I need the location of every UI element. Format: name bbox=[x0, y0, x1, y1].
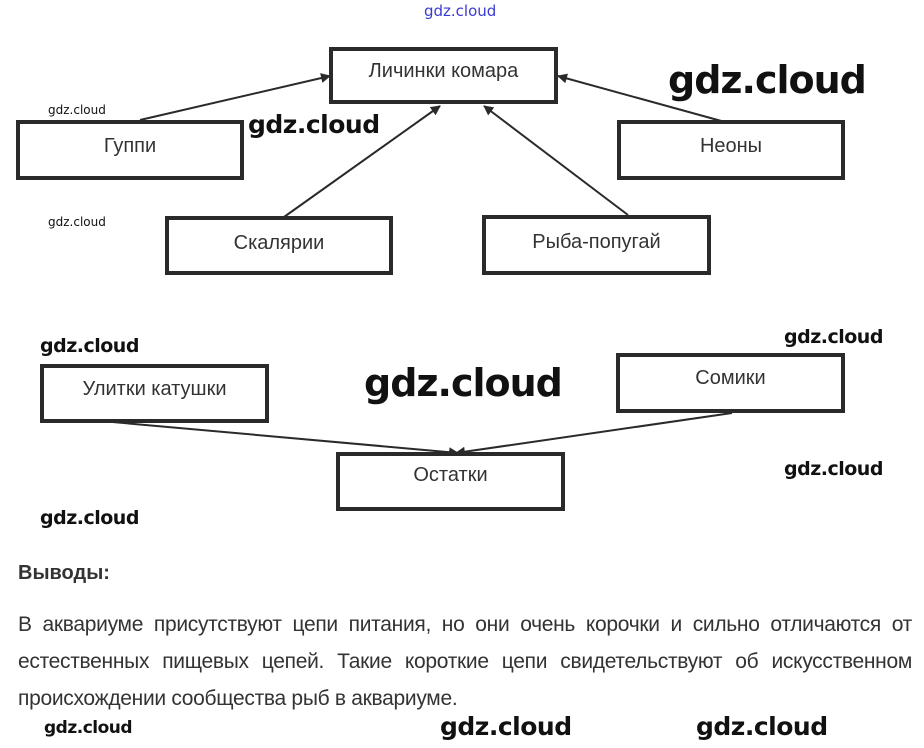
watermark: gdz.cloud bbox=[48, 103, 106, 117]
arrow-snails-to-remains bbox=[89, 419, 459, 458]
node-label: Гуппи bbox=[103, 134, 157, 157]
node-parrotfish: Рыба-попугай bbox=[482, 215, 711, 275]
node-label: Рыба-попугай bbox=[532, 230, 661, 253]
conclusions-text: В аквариуме присутствуют цепи питания, н… bbox=[18, 613, 912, 710]
node-label: Сомики bbox=[695, 366, 766, 389]
watermark: gdz.cloud bbox=[696, 712, 828, 741]
node-neons: Неоны bbox=[617, 120, 845, 180]
watermark: gdz.cloud bbox=[668, 58, 867, 102]
watermark: gdz.cloud bbox=[424, 2, 497, 20]
arrow-scalaria-to-larvae bbox=[283, 105, 441, 218]
node-guppy: Гуппи bbox=[16, 120, 244, 180]
watermark: gdz.cloud bbox=[784, 326, 883, 348]
node-catfish: Сомики bbox=[616, 353, 845, 413]
node-label: Неоны bbox=[699, 134, 763, 157]
watermark: gdz.cloud bbox=[40, 335, 139, 357]
watermark: gdz.cloud bbox=[48, 215, 106, 229]
arrow-catfish-to-remains bbox=[455, 412, 733, 457]
watermark: gdz.cloud bbox=[40, 507, 139, 529]
node-snails: Улитки катушки bbox=[40, 364, 269, 423]
node-scalaria: Скалярии bbox=[165, 216, 393, 275]
arrow-parrotfish-to-larvae bbox=[483, 105, 629, 216]
node-label: Скалярии bbox=[233, 232, 325, 254]
node-mosquito-larvae: Личинки комара bbox=[329, 47, 558, 104]
conclusions-heading: Выводы: bbox=[18, 562, 110, 584]
arrow-neons-to-larvae bbox=[557, 73, 726, 123]
node-remains: Остатки bbox=[336, 452, 565, 511]
node-label: Улитки катушки bbox=[82, 378, 227, 400]
watermark: gdz.cloud bbox=[440, 712, 572, 741]
node-label: Личинки комара bbox=[368, 60, 519, 82]
arrow-guppy-to-larvae bbox=[139, 73, 331, 121]
watermark: gdz.cloud bbox=[784, 458, 883, 480]
watermark: gdz.cloud bbox=[248, 110, 380, 139]
watermark: gdz.cloud bbox=[364, 361, 563, 405]
watermark: gdz.cloud bbox=[44, 718, 133, 738]
node-label: Остатки bbox=[413, 464, 488, 486]
